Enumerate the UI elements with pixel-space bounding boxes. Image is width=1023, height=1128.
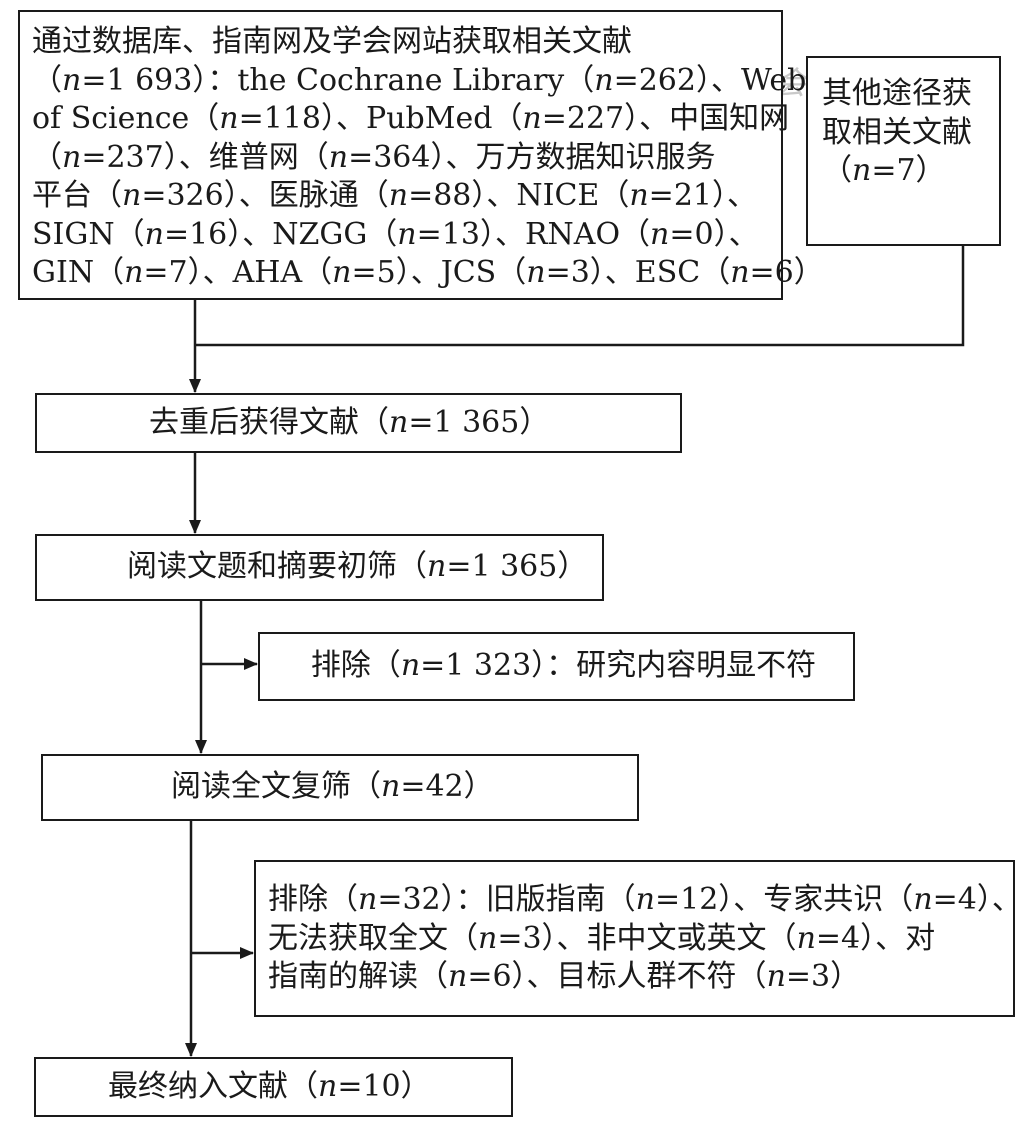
db-line-3: of Science（n=118）、PubMed（n=227）、中国知网 (32, 101, 790, 136)
after-dedup-label: 去重后获得文献（n=1 365） (149, 404, 550, 440)
exclusion-1-label: 排除（n=1 323）：研究内容明显不符 (310, 648, 817, 684)
db-line-7: GIN（n=7）、AHA（n=5）、JCS（n=3）、ESC（n=6） (32, 255, 824, 290)
db-line-2: （n=1 693）：the Cochrane Library（n=262）、We… (32, 62, 807, 98)
connector-other-merge (195, 246, 965, 347)
other-line-3: （n=7） (822, 153, 946, 188)
exclusion-1-box: 排除（n=1 323）：研究内容明显不符 (258, 632, 855, 701)
db-line-1: 通过数据库、指南网及学会网站获取相关文献 (32, 24, 632, 59)
other-sources-box: 其他途径获 取相关文献 （n=7） (806, 56, 1001, 246)
full-text-screen-box: 阅读全文复筛（n=42） (41, 754, 639, 821)
excl2-line-2: 无法获取全文（n=3）、非中文或英文（n=4）、对 (268, 920, 936, 956)
final-included-box: 最终纳入文献（n=10） (34, 1057, 513, 1117)
excl2-line-1: 排除（n=32）：旧版指南（n=12）、专家共识（n=4）、 (268, 882, 1022, 917)
exclusion-2-box: 排除（n=32）：旧版指南（n=12）、专家共识（n=4）、 无法获取全文（n=… (254, 860, 1022, 1017)
final-included-label: 最终纳入文献（n=10） (108, 1068, 431, 1104)
other-line-2: 取相关文献 (822, 114, 972, 150)
db-line-5: 平台（n=326）、医脉通（n=88）、NICE（n=21）、 (32, 178, 757, 213)
after-dedup-box: 去重后获得文献（n=1 365） (35, 393, 682, 453)
title-abstract-screen-box: 阅读文题和摘要初筛（n=1 365） (35, 534, 604, 601)
database-search-box: 通过数据库、指南网及学会网站获取相关文献 （n=1 693）：the Cochr… (18, 10, 824, 300)
title-abstract-screen-label: 阅读文题和摘要初筛（n=1 365） (127, 549, 588, 585)
db-line-6: SIGN（n=16）、NZGG（n=13）、RNAO（n=0）、 (32, 216, 759, 252)
other-line-1: 其他途径获 (822, 76, 972, 111)
excl2-line-3: 指南的解读（n=6）、目标人群不符（n=3） (268, 959, 861, 994)
db-line-4: （n=237）、维普网（n=364）、万方数据知识服务 (32, 139, 716, 175)
full-text-screen-label: 阅读全文复筛（n=42） (171, 769, 494, 805)
